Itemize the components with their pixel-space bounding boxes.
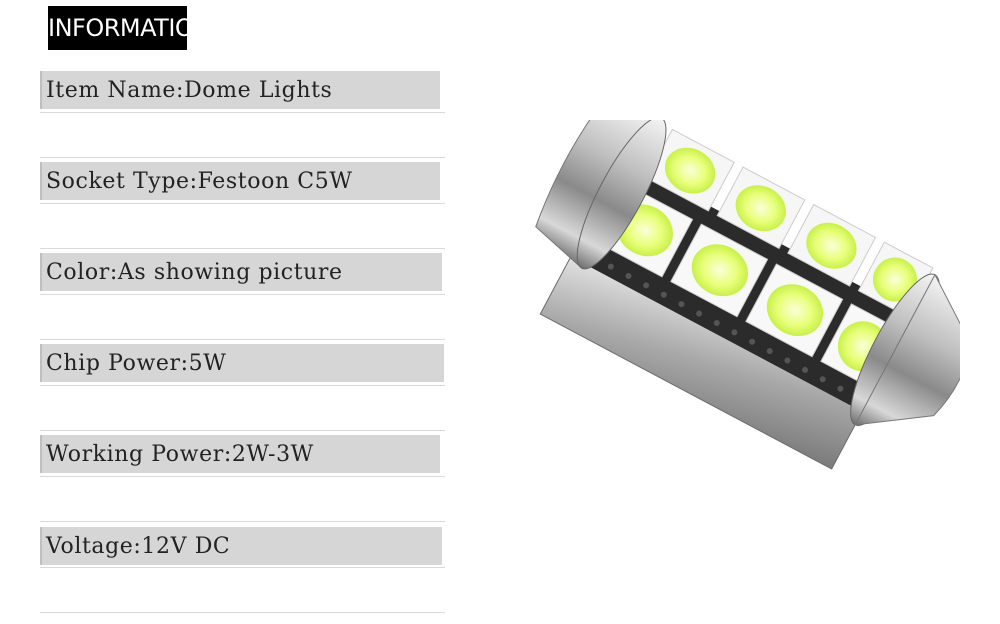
info-header: INFORMATION xyxy=(48,6,211,50)
divider xyxy=(40,476,445,477)
led-festoon-bulb-icon xyxy=(535,102,972,470)
spec-label: Voltage:12V DC xyxy=(46,534,231,559)
divider xyxy=(40,294,445,295)
divider xyxy=(40,112,445,113)
divider xyxy=(40,385,445,386)
spec-label: Socket Type:Festoon C5W xyxy=(46,169,353,194)
divider xyxy=(40,339,445,340)
spec-item-name: Item Name:Dome Lights xyxy=(40,71,440,109)
product-image xyxy=(500,102,972,540)
divider xyxy=(40,612,445,613)
divider xyxy=(40,248,445,249)
spec-socket-type: Socket Type:Festoon C5W xyxy=(40,162,440,200)
divider xyxy=(40,430,445,431)
spec-chip-power: Chip Power:5W xyxy=(40,344,444,382)
divider xyxy=(40,521,445,522)
spec-label: Working Power:2W-3W xyxy=(46,442,314,467)
divider xyxy=(40,203,445,204)
spec-list: Item Name:Dome Lights Socket Type:Festoo… xyxy=(0,0,460,624)
spec-label: Chip Power:5W xyxy=(46,351,227,376)
divider xyxy=(40,157,445,158)
divider xyxy=(40,567,445,568)
spec-voltage: Voltage:12V DC xyxy=(40,527,442,565)
spec-label: Item Name:Dome Lights xyxy=(46,78,333,103)
spec-color: Color:As showing picture xyxy=(40,253,442,291)
spec-label: Color:As showing picture xyxy=(46,260,343,285)
spec-working-power: Working Power:2W-3W xyxy=(40,435,440,473)
